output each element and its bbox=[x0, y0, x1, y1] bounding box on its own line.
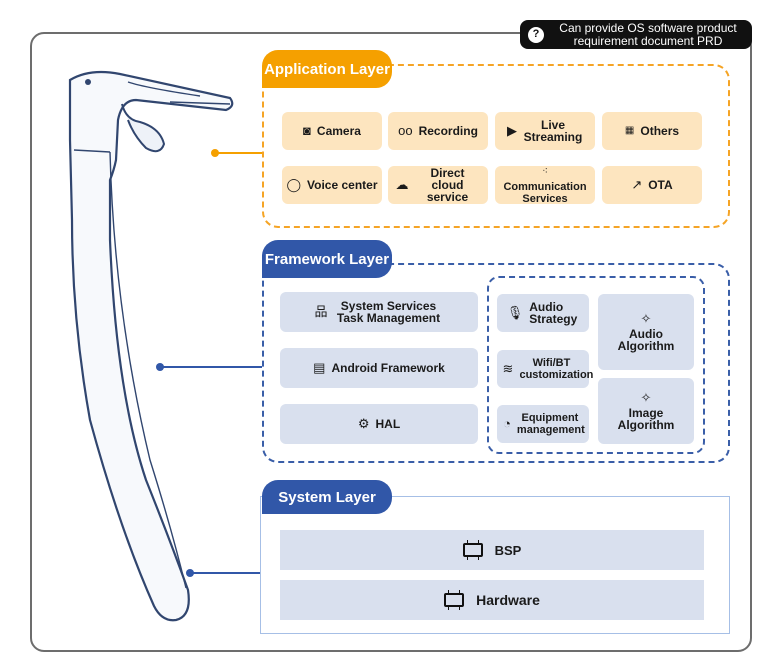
app-voice-center: ◯ Voice center bbox=[282, 166, 382, 204]
app-direct-cloud: ☁ Direct cloud service bbox=[388, 166, 488, 204]
framework-layer-box bbox=[262, 263, 730, 463]
application-connector bbox=[211, 149, 262, 157]
wifi-icon: ≋ bbox=[502, 361, 514, 376]
fw-hal: ⚙ HAL bbox=[280, 404, 478, 444]
camera-icon: ◙ bbox=[303, 123, 311, 138]
system-layer-box bbox=[260, 496, 730, 634]
system-connector bbox=[186, 569, 260, 577]
app-live-streaming: ▶ Live Streaming bbox=[495, 112, 595, 150]
gear-icon: ⚙ bbox=[357, 416, 370, 431]
fw-audio-strategy: 🎙 Audio Strategy bbox=[497, 294, 589, 332]
sys-hardware: Hardware bbox=[280, 580, 704, 620]
table-icon: ▤ bbox=[313, 360, 326, 375]
application-layer-title: Application Layer bbox=[262, 50, 392, 88]
external-icon: ↗ bbox=[631, 177, 643, 192]
voicemail-icon: oo bbox=[398, 123, 413, 138]
grid-icon: ▦ bbox=[624, 125, 635, 136]
prd-note-text: Can provide OS software product requirem… bbox=[559, 20, 737, 48]
hierarchy-icon: 品 bbox=[314, 304, 328, 319]
app-recording: oo Recording bbox=[388, 112, 488, 150]
cloud-icon: ☁ bbox=[395, 177, 409, 192]
microphone-icon: 🎙 bbox=[506, 305, 524, 320]
framework-connector bbox=[156, 363, 262, 371]
diagram-frame bbox=[30, 32, 752, 652]
glasses-temple-illustration bbox=[68, 70, 234, 622]
prd-note: ? Can provide OS software product requir… bbox=[520, 20, 752, 49]
sys-bsp: BSP bbox=[280, 530, 704, 570]
app-camera: ◙ Camera bbox=[282, 112, 382, 150]
network-icon: ⁖ bbox=[542, 165, 548, 177]
fw-image-algorithm: ✧ Image Algorithm bbox=[598, 378, 694, 444]
speech-bubble-icon: ◯ bbox=[286, 177, 302, 192]
play-icon: ▶ bbox=[507, 123, 517, 138]
system-layer-title: System Layer bbox=[262, 480, 392, 514]
fw-android-framework: ▤ Android Framework bbox=[280, 348, 478, 388]
framework-custom-box bbox=[487, 276, 705, 454]
chip-icon bbox=[444, 590, 465, 610]
app-communication: ⁖ Communication Services bbox=[495, 165, 595, 205]
magic-wand-icon: ✧ bbox=[640, 389, 652, 405]
fw-equipment: ◔ Equipment management bbox=[497, 405, 589, 443]
fw-system-services: 品 System Services Task Management bbox=[280, 292, 478, 332]
framework-layer-title: Framework Layer bbox=[262, 240, 392, 278]
dial-icon: ◔ bbox=[503, 416, 511, 431]
application-layer-box bbox=[262, 64, 730, 228]
magic-wand-icon: ✧ bbox=[640, 310, 652, 326]
app-ota: ↗ OTA bbox=[602, 166, 702, 204]
fw-wifi-bt: ≋ Wifi/BT customization bbox=[497, 350, 593, 388]
chip-icon bbox=[462, 540, 483, 560]
question-icon: ? bbox=[528, 26, 544, 43]
fw-audio-algorithm: ✧ Audio Algorithm bbox=[598, 294, 694, 370]
app-others: ▦ Others bbox=[602, 112, 702, 150]
